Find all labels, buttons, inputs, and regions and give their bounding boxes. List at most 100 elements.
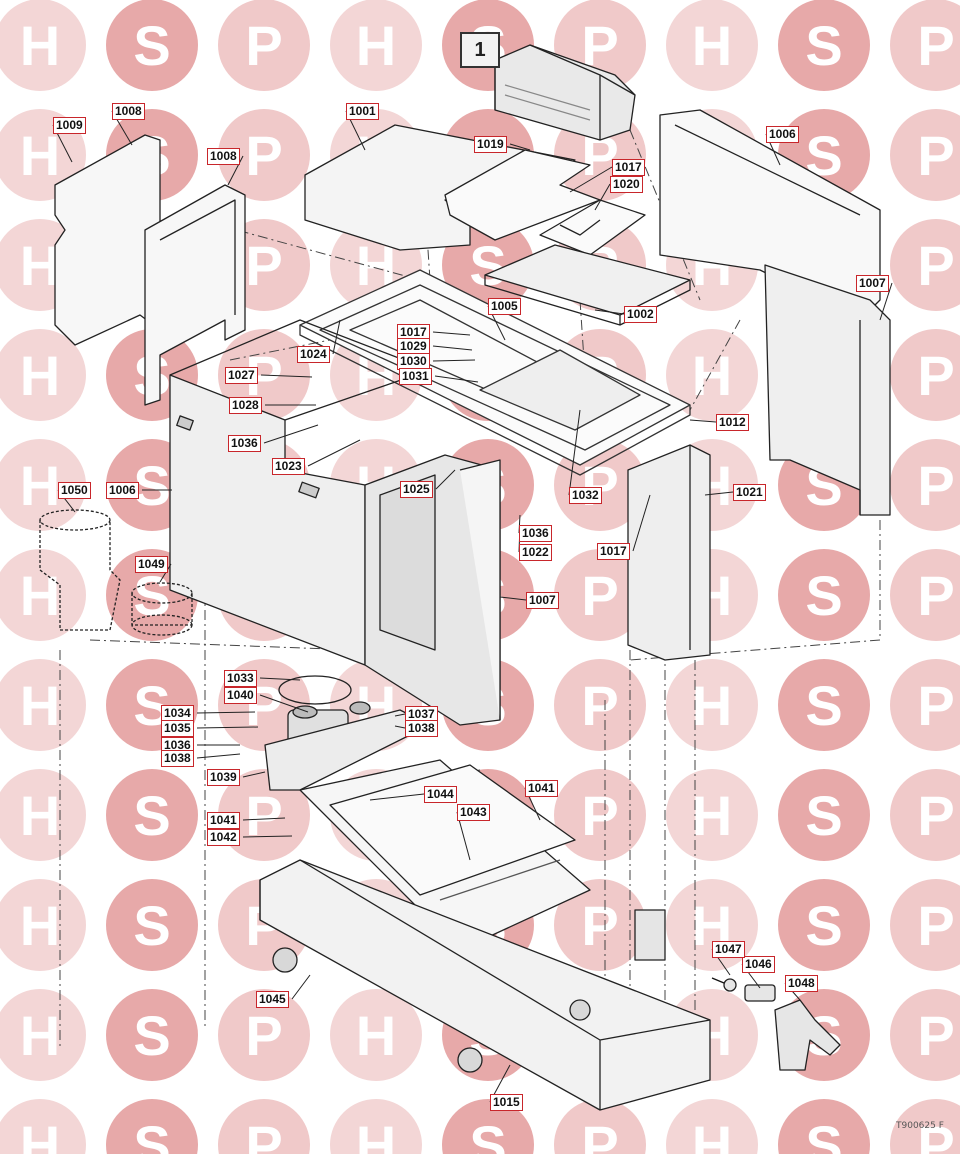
part-label-1041[interactable]: 1041 — [525, 780, 558, 797]
part-label-1006[interactable]: 1006 — [106, 482, 139, 499]
svg-text:S: S — [805, 784, 842, 847]
svg-text:S: S — [133, 1004, 170, 1067]
watermark-s-circle: S — [106, 0, 198, 91]
part-label-1007[interactable]: 1007 — [526, 592, 559, 609]
figure-number-box: 1 — [460, 32, 500, 68]
part-label-1031[interactable]: 1031 — [399, 368, 432, 385]
frame-1012 — [299, 269, 691, 476]
part-label-1036[interactable]: 1036 — [228, 435, 261, 452]
leader-line-1017 — [432, 331, 471, 336]
svg-text:P: P — [917, 1004, 954, 1067]
leader-line-1007 — [499, 596, 527, 601]
watermark-h-circle: H — [666, 769, 758, 861]
watermark-p-circle: P — [890, 659, 960, 751]
part-label-1007[interactable]: 1007 — [856, 275, 889, 292]
part-label-1033[interactable]: 1033 — [224, 670, 257, 687]
part-label-1044[interactable]: 1044 — [424, 786, 457, 803]
watermark-h-circle: H — [0, 329, 86, 421]
svg-text:H: H — [20, 454, 60, 517]
part-label-1012[interactable]: 1012 — [716, 414, 749, 431]
part-label-1035[interactable]: 1035 — [161, 720, 194, 737]
part-label-1020[interactable]: 1020 — [610, 176, 643, 193]
part-label-1042[interactable]: 1042 — [207, 829, 240, 846]
part-label-1002[interactable]: 1002 — [624, 306, 657, 323]
watermark-p-circle: P — [890, 109, 960, 201]
svg-text:H: H — [20, 784, 60, 847]
part-label-1048[interactable]: 1048 — [785, 975, 818, 992]
leader-line-1042 — [242, 835, 293, 838]
svg-text:H: H — [20, 124, 60, 187]
watermark-p-circle: P — [554, 769, 646, 861]
part-label-1022[interactable]: 1022 — [519, 544, 552, 561]
watermark-h-circle: H — [0, 0, 86, 91]
svg-text:H: H — [692, 1114, 732, 1154]
part-label-1017[interactable]: 1017 — [612, 159, 645, 176]
part-label-1034[interactable]: 1034 — [161, 705, 194, 722]
leader-line-1007 — [879, 282, 893, 321]
leader-line-1045 — [291, 974, 311, 1000]
part-label-1021[interactable]: 1021 — [733, 484, 766, 501]
part-label-1023[interactable]: 1023 — [272, 458, 305, 475]
part-label-1045[interactable]: 1045 — [256, 991, 289, 1008]
part-label-1036[interactable]: 1036 — [519, 525, 552, 542]
part-label-1015[interactable]: 1015 — [490, 1094, 523, 1111]
watermark-h-circle: H — [0, 989, 86, 1081]
part-label-1027[interactable]: 1027 — [225, 367, 258, 384]
part-label-1046[interactable]: 1046 — [742, 956, 775, 973]
svg-text:P: P — [917, 894, 954, 957]
svg-text:S: S — [805, 894, 842, 957]
svg-text:P: P — [581, 784, 618, 847]
leader-line-1024 — [332, 319, 341, 355]
part-label-1008[interactable]: 1008 — [207, 148, 240, 165]
part-label-1043[interactable]: 1043 — [457, 804, 490, 821]
part-label-1050[interactable]: 1050 — [58, 482, 91, 499]
watermark-h-circle: H — [330, 1099, 422, 1154]
svg-text:P: P — [581, 894, 618, 957]
svg-text:H: H — [20, 14, 60, 77]
part-label-1024[interactable]: 1024 — [297, 346, 330, 363]
watermark-s-circle: S — [106, 879, 198, 971]
watermark-p-circle: P — [218, 989, 310, 1081]
part-label-1041[interactable]: 1041 — [207, 812, 240, 829]
part-label-1049[interactable]: 1049 — [135, 556, 168, 573]
leader-line-1020 — [594, 183, 611, 211]
part-label-1037[interactable]: 1037 — [405, 706, 438, 723]
part-label-1040[interactable]: 1040 — [224, 687, 257, 704]
watermark-s-circle: S — [106, 1099, 198, 1154]
part-label-1006[interactable]: 1006 — [766, 126, 799, 143]
watermark-p-circle: P — [890, 879, 960, 971]
part-label-1047[interactable]: 1047 — [712, 941, 745, 958]
part-label-1030[interactable]: 1030 — [397, 353, 430, 370]
watermark-p-circle: P — [890, 219, 960, 311]
gas-cock-1048 — [774, 999, 841, 1071]
svg-text:H: H — [692, 344, 732, 407]
part-label-1017[interactable]: 1017 — [597, 543, 630, 560]
part-label-1005[interactable]: 1005 — [488, 298, 521, 315]
part-label-1039[interactable]: 1039 — [207, 769, 240, 786]
part-label-1029[interactable]: 1029 — [397, 338, 430, 355]
watermark-p-circle: P — [890, 0, 960, 91]
watermark-p-circle: P — [890, 439, 960, 531]
part-label-1009[interactable]: 1009 — [53, 117, 86, 134]
part-label-1038[interactable]: 1038 — [161, 750, 194, 767]
watermark-h-circle: H — [666, 659, 758, 751]
leader-line-1040 — [259, 694, 309, 713]
part-label-1028[interactable]: 1028 — [229, 397, 262, 414]
seal-ring-1033 — [278, 675, 352, 705]
part-label-1036[interactable]: 1036 — [161, 737, 194, 754]
svg-text:S: S — [133, 894, 170, 957]
side-panel-1006-front — [169, 319, 431, 666]
part-label-1008[interactable]: 1008 — [112, 103, 145, 120]
part-label-1032[interactable]: 1032 — [569, 487, 602, 504]
svg-text:P: P — [245, 14, 282, 77]
part-label-1019[interactable]: 1019 — [474, 136, 507, 153]
part-label-1025[interactable]: 1025 — [400, 481, 433, 498]
leader-line-1035 — [196, 726, 259, 729]
part-label-1017[interactable]: 1017 — [397, 324, 430, 341]
washer-1047 — [711, 977, 737, 992]
insulation-1002 — [484, 244, 691, 326]
part-label-1001[interactable]: 1001 — [346, 103, 379, 120]
leader-line-1017 — [632, 494, 651, 552]
part-label-1038[interactable]: 1038 — [405, 720, 438, 737]
